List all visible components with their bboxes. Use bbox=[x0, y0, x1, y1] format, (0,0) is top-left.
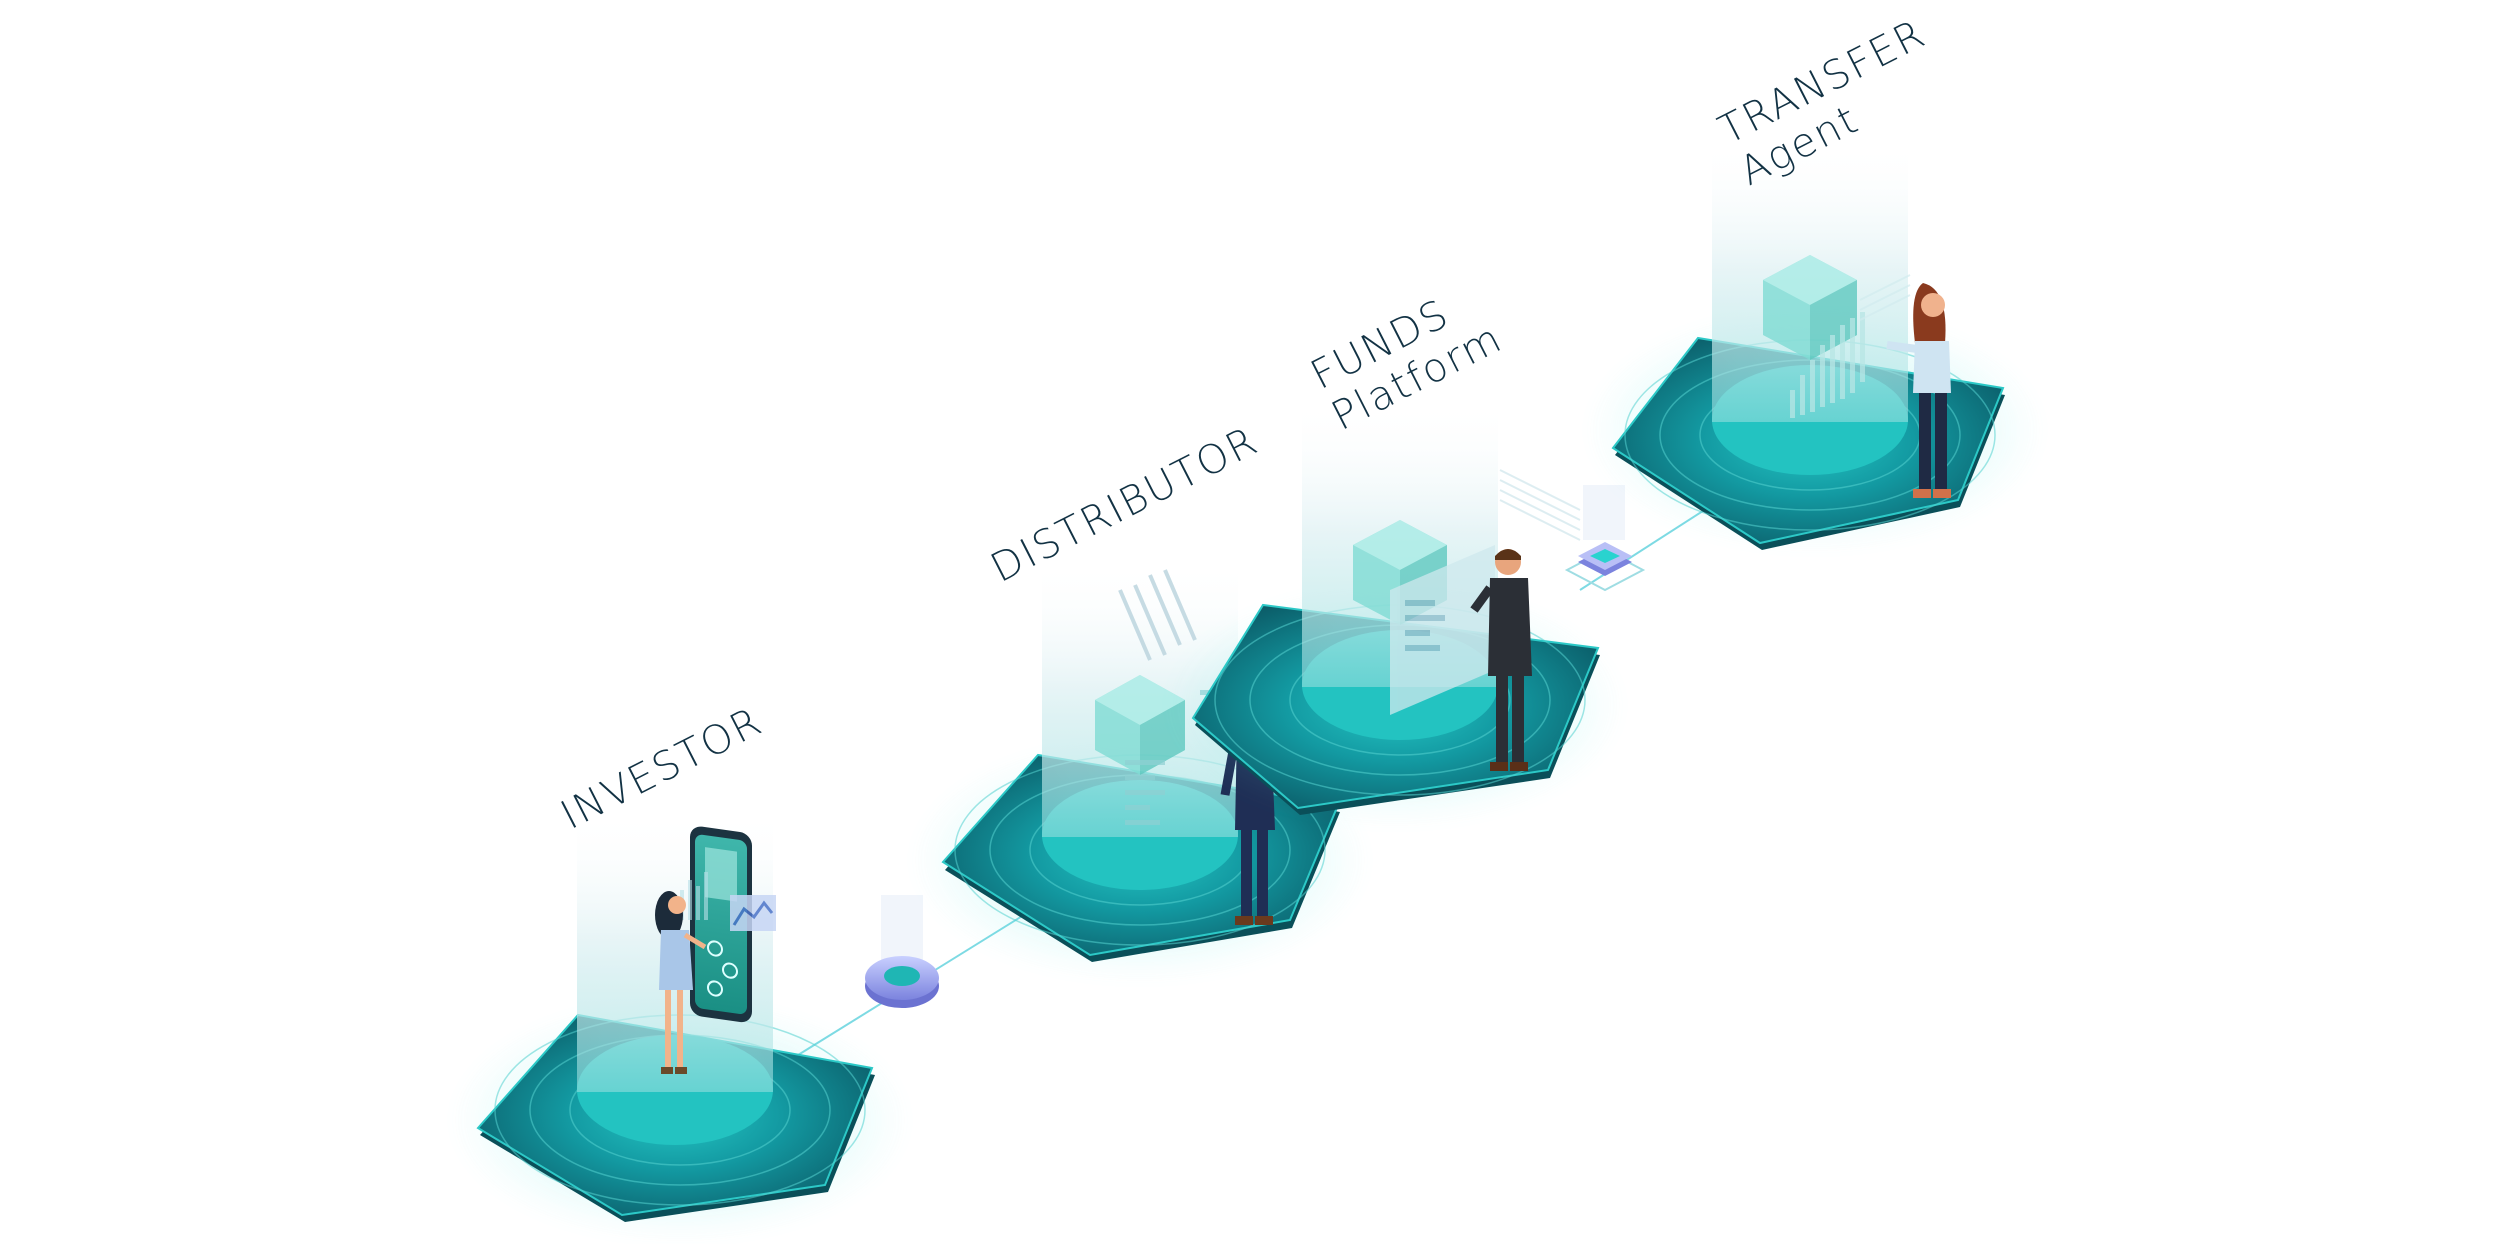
stage-transfer-agent: TRANSFER Agent bbox=[1585, 4, 2045, 550]
stage-investor: INVESTOR bbox=[450, 698, 910, 1240]
bar-chart-icon bbox=[1500, 470, 1580, 540]
stage-funds-platform: FUNDS Platform bbox=[1165, 274, 1625, 825]
bar-chart-icon bbox=[730, 895, 776, 931]
ring-node-icon bbox=[865, 895, 939, 1008]
